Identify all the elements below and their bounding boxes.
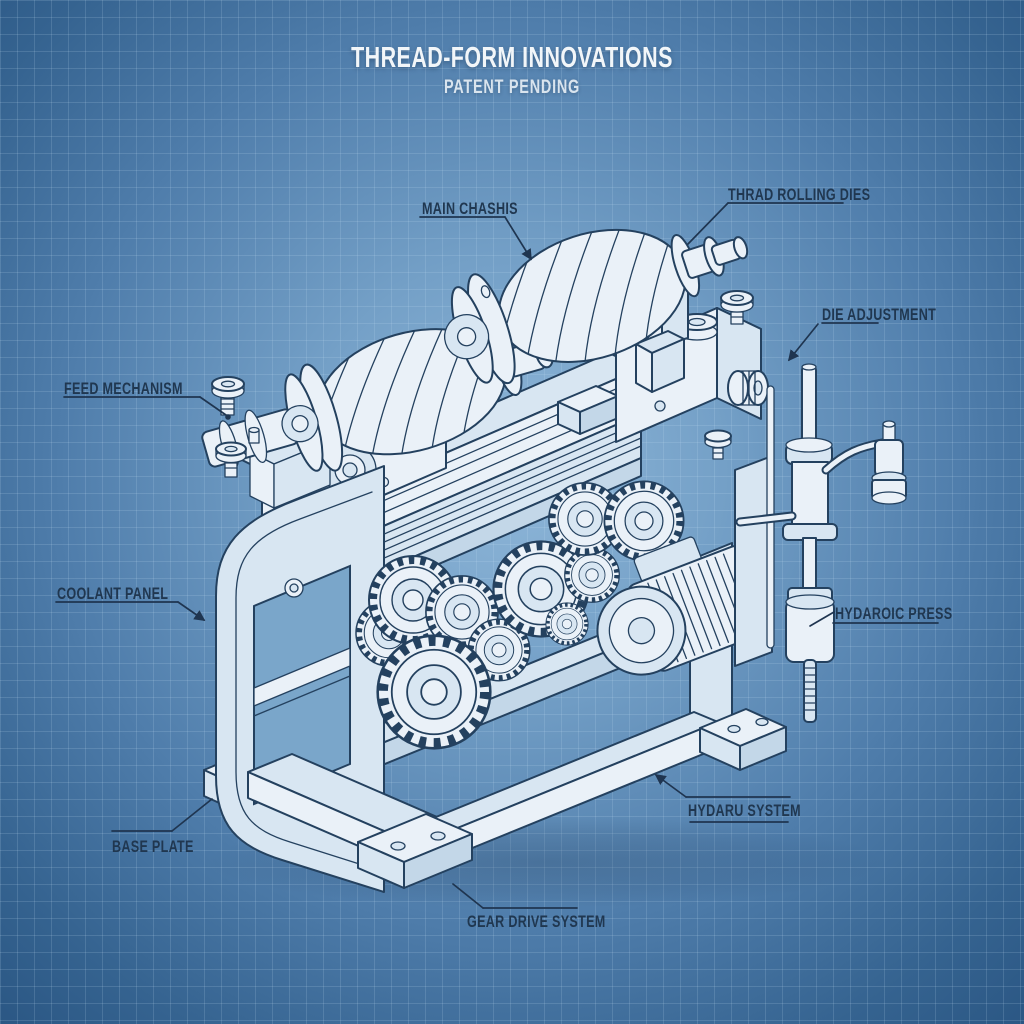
- thread-rolling-die-right: [443, 207, 749, 385]
- bolt-top-right: [720, 290, 754, 325]
- label-hydraulic-press: HYDAROIC PRESS: [835, 604, 953, 623]
- base-frame: [247, 708, 787, 889]
- bolt-feed-upper: [211, 376, 245, 416]
- page-subtitle: PATENT PENDING: [443, 77, 581, 98]
- label-gear-drive-system: GEAR DRIVE SYSTEM: [467, 912, 606, 931]
- mounting-foot-center: [357, 813, 473, 889]
- head-block: [615, 247, 769, 443]
- page-title: THREAD-FORM INNOVATIONS: [351, 42, 673, 74]
- label-hydraulic-system: HYDARU SYSTEM: [688, 801, 801, 820]
- label-coolant-panel: COOLANT PANEL: [57, 584, 169, 603]
- hydraulic-press-assembly: [734, 363, 907, 723]
- label-main-chassis: MAIN CHASHIS: [422, 199, 518, 218]
- label-die-adjustment: DIE ADJUSTMENT: [822, 305, 937, 324]
- leader-lines: [55, 202, 939, 909]
- fastener-bolts: [211, 290, 754, 478]
- stud-bearing: [248, 426, 260, 444]
- label-feed-mechanism: FEED MECHANISM: [64, 379, 183, 398]
- label-thread-rolling-dies: THRAD ROLLING DIES: [728, 185, 871, 204]
- label-base-plate: BASE PLATE: [112, 837, 194, 856]
- bolt-feed-lower: [215, 441, 247, 478]
- mounting-foot-right: [699, 708, 787, 771]
- bolt-mid-right: [704, 429, 732, 460]
- thread-rolling-die-left: [201, 308, 554, 475]
